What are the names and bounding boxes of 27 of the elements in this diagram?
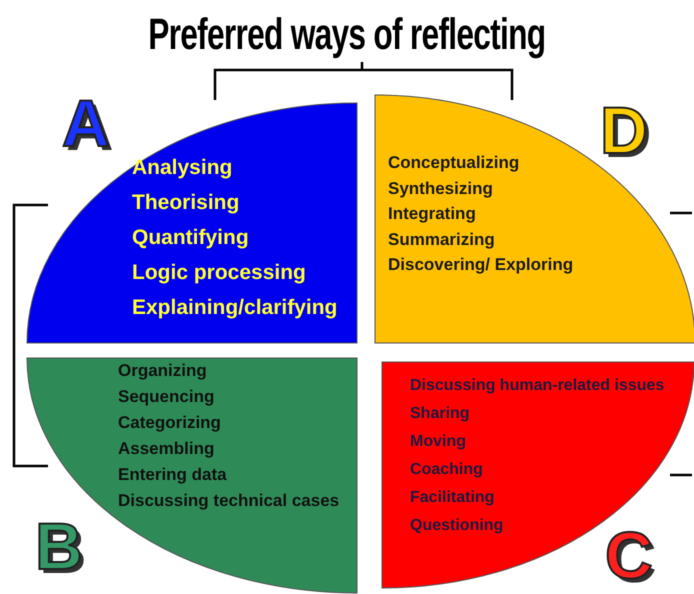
quadrant-letter: B — [35, 513, 83, 579]
list-item: Explaining/clarifying — [132, 295, 338, 321]
quadrant-letter: A — [62, 90, 110, 156]
list-item: Logic processing — [132, 260, 307, 286]
list-item: Quantifying — [132, 225, 250, 251]
list-item: Discovering/ Exploring — [388, 254, 574, 276]
title: Preferred ways of reflecting — [148, 10, 546, 60]
list-item: Entering data — [118, 464, 228, 486]
list-item: Conceptualizing — [388, 152, 520, 174]
quadrant-letter: D — [600, 97, 648, 163]
list-item: Integrating — [388, 203, 477, 225]
list-item: Summarizing — [388, 228, 496, 251]
quadrant-letter: C — [605, 522, 653, 588]
list-item: Categorizing — [118, 412, 222, 434]
list-item: Questioning — [410, 516, 504, 536]
list-item: Organizing — [118, 360, 208, 382]
list-item: Discussing technical cases — [118, 490, 340, 512]
list-item: Sequencing — [118, 386, 216, 408]
list-item: Assembling — [118, 438, 216, 460]
list-item: Coaching — [410, 460, 484, 480]
list-item: Sharing — [410, 404, 471, 424]
list-item: Discussing human-related issues — [410, 376, 664, 396]
list-item: Theorising — [132, 190, 240, 216]
list-item: Synthesizing — [388, 178, 494, 200]
list-item: Facilitating — [410, 488, 496, 508]
list-item: Moving — [410, 432, 467, 452]
list-item: Analysing — [132, 155, 234, 181]
